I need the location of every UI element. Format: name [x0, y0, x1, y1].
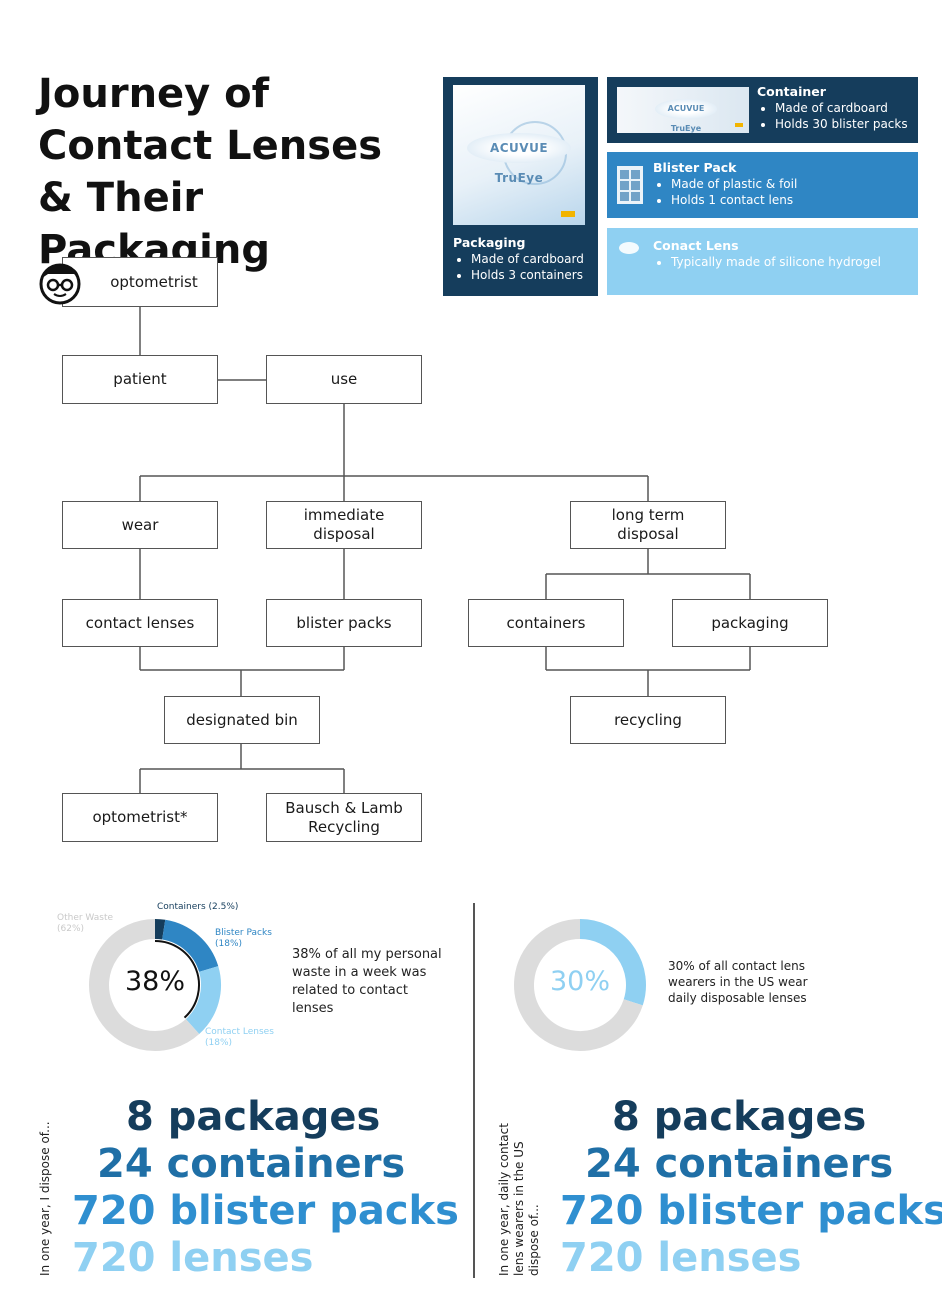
donut-slice — [161, 919, 219, 973]
right-vertical-label-2: lens wearers in the US — [512, 1141, 526, 1276]
node-optometrist-star: optometrist* — [62, 793, 218, 842]
node-use: use — [266, 355, 422, 404]
slice-label-blister: Blister Packs (18%) — [215, 928, 272, 949]
optometrist-face-icon — [39, 263, 81, 305]
node-label: patient — [113, 370, 167, 388]
donut-slice — [514, 919, 643, 1051]
donut-slice — [579, 919, 646, 1006]
node-label: Bausch & Lamb Recycling — [285, 798, 403, 836]
stat-packages: 8 packages — [126, 1094, 381, 1140]
bullet: Holds 3 containers — [471, 267, 588, 283]
donut-slice — [89, 919, 200, 1051]
node-label: optometrist* — [92, 808, 188, 826]
contact-lens-icon — [619, 242, 639, 254]
highlight-arc — [154, 940, 200, 1019]
node-label: immediate disposal — [303, 506, 385, 543]
left-vertical-label: In one year, I dispose of... — [38, 1121, 52, 1276]
node-long-term-disposal: long term disposal — [570, 501, 726, 549]
brand-tag — [735, 123, 743, 127]
blister-panel: Blister Pack Made of plastic & foil Hold… — [607, 152, 918, 218]
lens-bullets: Typically made of silicone hydrogel — [653, 254, 908, 270]
slice-label-other: Other Waste (62%) — [57, 913, 114, 934]
bullet: Made of cardboard — [775, 100, 908, 116]
bullet: Holds 30 blister packs — [775, 116, 908, 132]
donut-right-caption: 30% of all contact lens wearers in the U… — [668, 959, 808, 1005]
brand-tag — [561, 211, 575, 217]
node-label: containers — [506, 613, 586, 632]
node-designated-bin: designated bin — [164, 696, 320, 744]
container-bullets: Made of cardboard Holds 30 blister packs — [757, 100, 908, 132]
node-wear: wear — [62, 501, 218, 549]
node-optometrist: optometrist — [62, 257, 218, 307]
right-vertical-label-1: In one year, daily contact — [497, 1123, 511, 1276]
bullet: Made of cardboard — [471, 251, 588, 267]
container-box-image: ACUVUE TruEye — [617, 87, 749, 133]
donut-slice — [154, 919, 166, 940]
stat-containers: 24 containers — [97, 1141, 406, 1187]
vertical-divider — [473, 903, 475, 1278]
node-patient: patient — [62, 355, 218, 404]
container-heading: Container — [757, 84, 826, 99]
brand-logo: ACUVUE TruEye — [655, 99, 717, 133]
slice-label-containers: Containers (2.5%) — [157, 902, 239, 912]
node-label: recycling — [614, 710, 682, 729]
node-packaging: packaging — [672, 599, 828, 647]
stat-packages: 8 packages — [612, 1094, 867, 1140]
donut-left-caption: 38% of all my personal waste in a week w… — [292, 947, 442, 1016]
node-label: long term disposal — [611, 506, 685, 543]
stat-blister-packs: 720 blister packs — [72, 1188, 459, 1234]
page-title: Journey of Contact Lenses & Their Packag… — [38, 71, 383, 273]
donut-slice — [185, 966, 221, 1034]
node-label: packaging — [711, 613, 789, 632]
slice-label-lenses: Contact Lenses (18%) — [205, 1027, 274, 1048]
node-label: blister packs — [296, 613, 392, 632]
node-immediate-disposal: immediate disposal — [266, 501, 422, 549]
donut-center-label: 30% — [549, 966, 610, 997]
node-label: wear — [121, 515, 159, 534]
packaging-heading: Packaging — [453, 235, 526, 250]
blister-bullets: Made of plastic & foil Holds 1 contact l… — [653, 176, 908, 208]
packaging-panel: ACUVUE TruEye Packaging Made of cardboar… — [443, 77, 598, 296]
node-label: contact lenses — [85, 613, 195, 632]
bullet: Made of plastic & foil — [671, 176, 908, 192]
stat-lenses: 720 lenses — [72, 1235, 314, 1281]
stat-containers: 24 containers — [585, 1141, 894, 1187]
node-label: optometrist — [110, 272, 198, 291]
flow-connectors — [139, 306, 751, 793]
waste-donut-chart — [89, 919, 221, 1051]
node-contact-lenses: contact lenses — [62, 599, 218, 647]
node-blister-packs: blister packs — [266, 599, 422, 647]
blister-heading: Blister Pack — [653, 160, 737, 175]
right-vertical-label-3: dispose of... — [527, 1204, 541, 1276]
daily-disposable-donut-chart — [514, 919, 646, 1051]
node-containers: containers — [468, 599, 624, 647]
donut-center-label: 38% — [124, 966, 185, 997]
container-panel: ACUVUE TruEye Container Made of cardboar… — [607, 77, 918, 143]
packaging-bullets: Made of cardboard Holds 3 containers — [453, 251, 588, 283]
stat-lenses: 720 lenses — [560, 1235, 802, 1281]
lens-heading: Conact Lens — [653, 238, 739, 253]
node-recycling: recycling — [570, 696, 726, 744]
node-bausch-lomb: Bausch & Lamb Recycling — [266, 793, 422, 842]
brand-logo: ACUVUE TruEye — [467, 133, 571, 185]
bullet: Holds 1 contact lens — [671, 192, 908, 208]
bullet: Typically made of silicone hydrogel — [671, 254, 908, 270]
packaging-box-image: ACUVUE TruEye — [453, 85, 585, 225]
node-label: designated bin — [186, 710, 298, 729]
lens-panel: Conact Lens Typically made of silicone h… — [607, 228, 918, 295]
stat-blister-packs: 720 blister packs — [560, 1188, 942, 1234]
blister-pack-icon — [617, 166, 643, 204]
node-label: use — [330, 370, 358, 388]
